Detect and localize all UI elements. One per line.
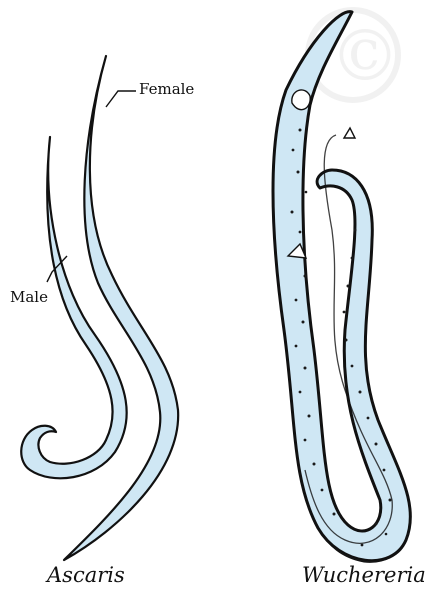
female-leader-line (106, 91, 136, 107)
ascaris-caption: Ascaris (47, 563, 125, 587)
wuchereria-caption: Wuchereria (302, 563, 426, 587)
male-leader-line (47, 256, 67, 282)
male-label: Male (10, 288, 48, 306)
female-label: Female (139, 80, 194, 98)
